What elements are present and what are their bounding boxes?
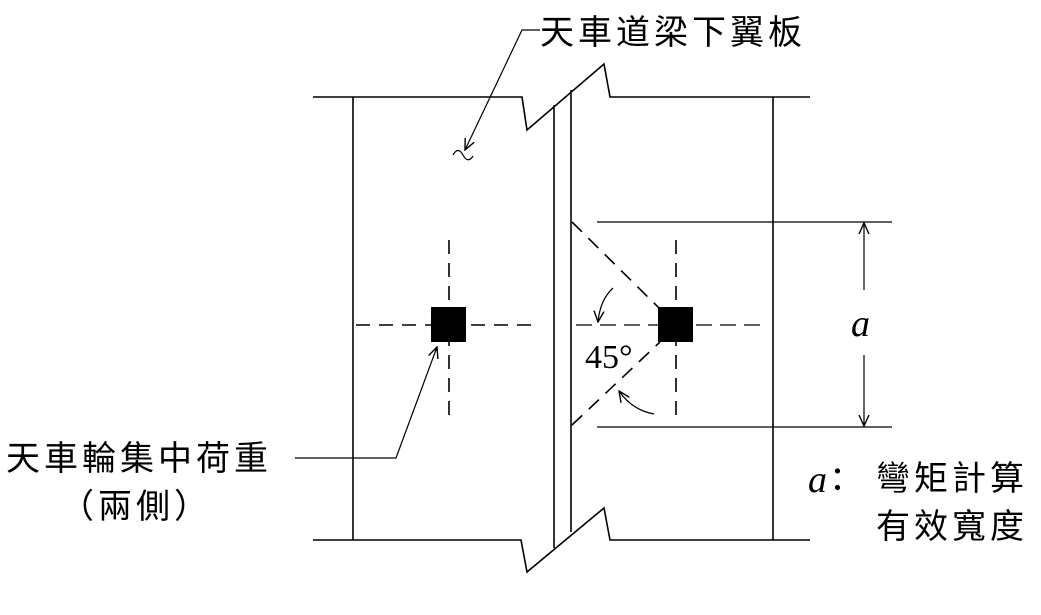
load-leader: [295, 347, 437, 459]
angle-label: 45°: [585, 339, 633, 376]
legend-line2: 有效寬度: [876, 507, 1028, 547]
lower-angle-arc: [619, 391, 655, 415]
load-label-line1: 天車輪集中荷重: [6, 439, 272, 479]
flange-leader: [465, 29, 540, 150]
legend-symbol: a: [808, 459, 827, 501]
left-wheel-load-mark: [431, 307, 466, 342]
load-label-line2: （兩側）: [60, 487, 212, 527]
right-wheel-load-mark: [658, 307, 693, 342]
flange-squiggle: [452, 149, 474, 161]
top-edge-line: [313, 62, 810, 132]
upper-45-degree-line: [571, 221, 661, 310]
legend-colon: ：: [829, 459, 867, 499]
legend-line1: 彎矩計算: [876, 459, 1028, 499]
upper-angle-arc: [598, 287, 614, 322]
dimension-symbol: a: [851, 303, 870, 345]
lower-45-degree-line: [571, 341, 661, 426]
bottom-edge-line: [313, 506, 810, 574]
flange-label: 天車道梁下翼板: [540, 13, 806, 53]
